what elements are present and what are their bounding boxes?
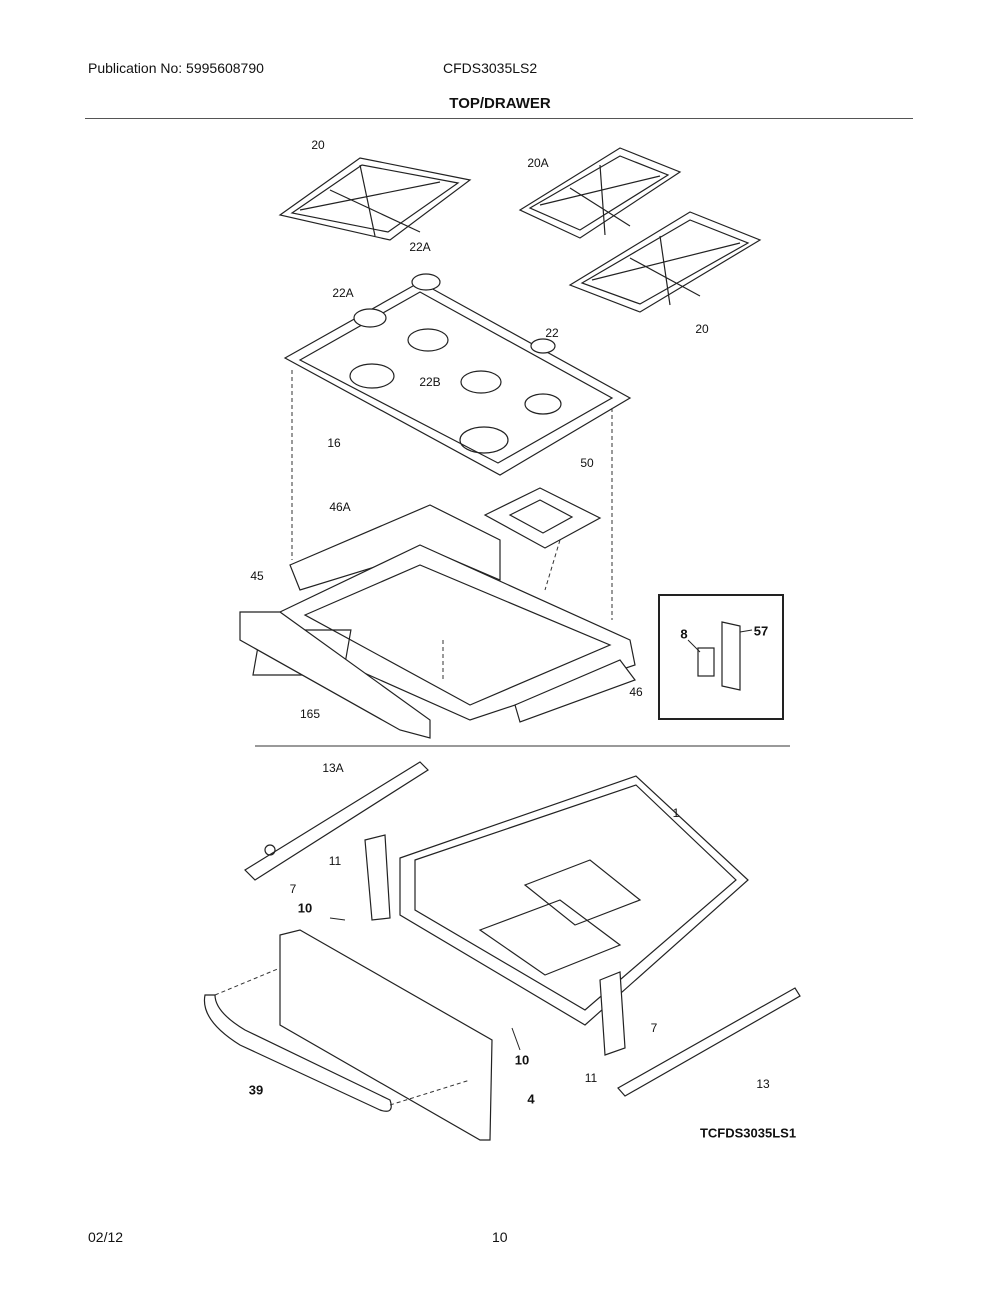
grate-left [278,157,472,241]
frame [239,504,636,739]
callout-13a: 13A [322,761,344,775]
callout-8: 8 [680,626,688,642]
callout-22b: 22B [419,375,441,389]
callout-13: 13 [756,1077,770,1091]
callout-22a: 22A [332,286,354,300]
callout-11: 11 [328,854,342,868]
drawer-box [399,775,749,1026]
rail-left [244,761,429,881]
callout-1: 1 [672,806,680,820]
page-number: 10 [492,1229,508,1245]
callout-4: 4 [527,1091,535,1107]
callout-10: 10 [297,900,313,916]
bracket-left [364,834,391,921]
callout-46: 46 [629,685,643,699]
callout-10: 10 [514,1052,530,1068]
rail-right [617,987,801,1097]
callout-20: 20 [311,138,325,152]
callout-50: 50 [580,456,594,470]
callout-20a: 20A [527,156,549,170]
callout-7: 7 [650,1021,658,1035]
callout-57: 57 [753,623,769,639]
footer-date: 02/12 [88,1229,124,1245]
drawer-handle [203,967,471,1112]
callout-11: 11 [584,1071,598,1085]
callout-46a: 46A [329,500,351,514]
inset-box [658,594,784,720]
drawer-front [279,929,493,1141]
tray [483,487,602,549]
cooktop [283,273,632,620]
figure-id: TCFDS3035LS1 [699,1125,797,1141]
header-divider [85,118,913,119]
page-title: TOP/DRAWER [449,95,551,112]
callout-45: 45 [250,569,264,583]
callout-165: 165 [299,707,321,721]
publication-number: Publication No: 5995608790 [88,60,264,76]
callout-20: 20 [695,322,709,336]
callout-39: 39 [248,1082,264,1098]
switch-part [687,621,753,691]
grate-right-rear [518,147,682,239]
grate-right-front [568,211,762,313]
callout-22a: 22A [409,240,431,254]
model-number: CFDS3035LS2 [443,60,538,76]
callout-16: 16 [327,436,341,450]
bracket-right [599,971,626,1056]
callout-7: 7 [289,882,297,896]
callout-22: 22 [545,326,559,340]
